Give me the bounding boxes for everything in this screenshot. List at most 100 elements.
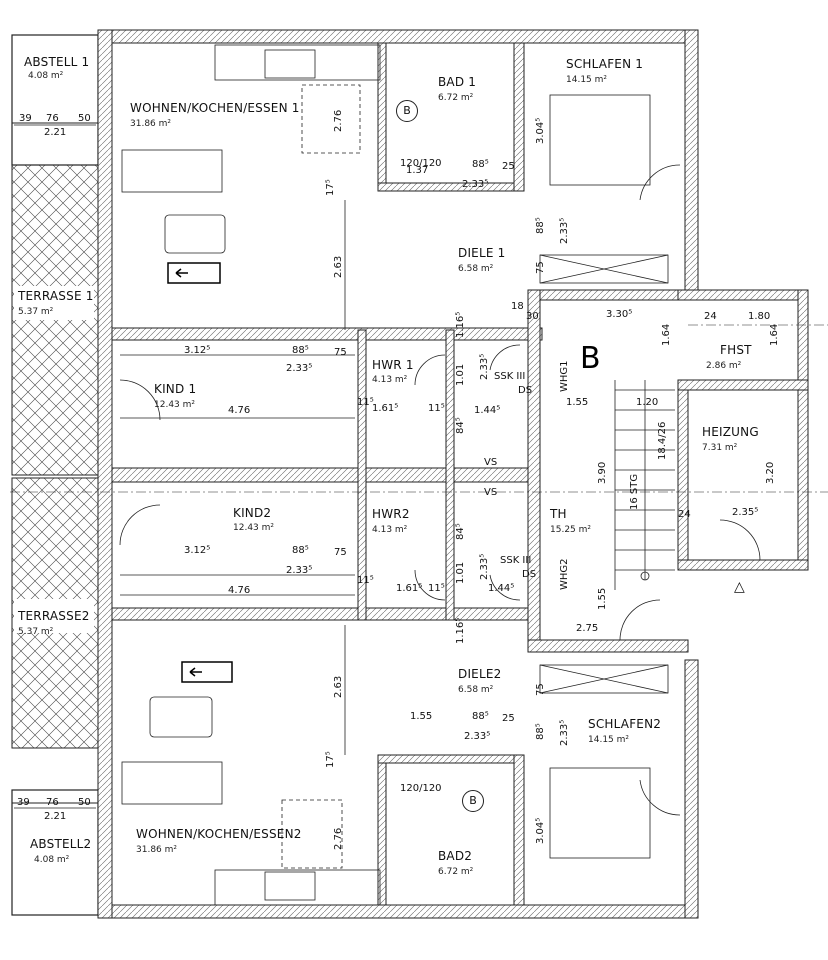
dim-label: 17⁵	[325, 179, 336, 196]
room-area-bad2: 6.72 m²	[438, 867, 474, 877]
dim-label: 2.33⁵	[464, 731, 491, 742]
dim-label: 2.33⁵	[462, 179, 489, 190]
dim-label: 2.21	[44, 811, 67, 822]
room-name-schlafen2: SCHLAFEN2	[588, 717, 662, 731]
dim-label: 2.33⁵	[286, 363, 313, 374]
exit-sign-1	[167, 262, 221, 284]
room-name-terrasse2: TERRASSE2	[18, 609, 90, 623]
dim-label: 2.63	[333, 255, 344, 278]
dim-label: 24	[704, 311, 717, 322]
dim-label: 16 STG	[629, 473, 640, 510]
dim-label: 1.61⁵	[372, 403, 399, 414]
room-name-diele1: DIELE 1	[458, 246, 506, 260]
dim-label: 1.01	[455, 561, 466, 584]
triangle-marker: △	[734, 579, 745, 595]
dim-label: 1.64	[661, 323, 672, 346]
room-name-terrasse1: TERRASSE 1	[18, 289, 94, 303]
annotation-ssk2: SSK III	[500, 555, 532, 566]
dim-label: 1.44⁵	[474, 405, 501, 416]
dim-label: 1.55	[410, 711, 433, 722]
room-area-bad1: 6.72 m²	[438, 93, 474, 103]
room-name-wohnen1: WOHNEN/KOCHEN/ESSEN 1	[130, 101, 300, 115]
dim-label: 88⁵	[472, 711, 489, 722]
room-area-schlafen1: 14.15 m²	[566, 75, 608, 85]
exit-sign-2	[181, 661, 233, 683]
dim-label: 3.04⁵	[535, 117, 546, 144]
room-name-schlafen1: SCHLAFEN 1	[566, 57, 644, 71]
room-name-abstell2: ABSTELL2	[30, 837, 92, 851]
room-area-schlafen2: 14.15 m²	[588, 735, 630, 745]
room-area-hwr2: 4.13 m²	[372, 525, 408, 535]
dim-label: 2.33⁵	[479, 553, 490, 580]
annotation-whg2: WHG2	[559, 558, 570, 590]
dim-label: 3.30⁵	[606, 309, 633, 320]
dim-label: 3.12⁵	[184, 545, 211, 556]
dim-label: 1.61⁵	[396, 583, 423, 594]
dim-label: 39	[19, 113, 32, 124]
dim-label: 11⁵	[428, 583, 445, 594]
dim-label: 1.80	[748, 311, 771, 322]
dim-label: 2.35⁵	[732, 507, 759, 518]
room-area-terrasse2: 5.37 m²	[18, 627, 54, 637]
dim-label: 39	[17, 797, 30, 808]
dim-label: 2.33⁵	[559, 719, 570, 746]
dim-label: 50	[78, 113, 91, 124]
room-area-wohnen2: 31.86 m²	[136, 845, 178, 855]
dim-label: 76	[46, 797, 59, 808]
dim-label: 18.4/26	[657, 421, 668, 460]
dim-label: 1.37	[406, 165, 429, 176]
annotation-vs1: VS	[484, 457, 498, 468]
room-name-diele2: DIELE2	[458, 667, 502, 681]
dim-label: 3.12⁵	[184, 345, 211, 356]
room-name-heizung: HEIZUNG	[702, 425, 759, 439]
room-area-diele2: 6.58 m²	[458, 685, 494, 695]
dim-label: 4.76	[228, 405, 251, 416]
room-area-kind1: 12.43 m²	[154, 400, 196, 410]
dim-label: 88⁵	[535, 217, 546, 234]
outer-walls	[97, 29, 809, 919]
dim-label: 18	[511, 301, 524, 312]
dim-label: 1.01	[455, 363, 466, 386]
room-area-wohnen1: 31.86 m²	[130, 119, 172, 129]
dim-label: 2.21	[44, 127, 67, 138]
dim-label: 75	[535, 683, 546, 696]
dim-label: 75	[334, 347, 347, 358]
dim-label: 24	[678, 509, 691, 520]
room-area-terrasse1: 5.37 m²	[18, 307, 54, 317]
dim-label: 84⁵	[455, 523, 466, 540]
dim-label: 1.55	[566, 397, 589, 408]
dim-label: 4.76	[228, 585, 251, 596]
annotation-vs2: VS	[484, 487, 498, 498]
party-wall	[111, 467, 529, 483]
dim-label: 2.33⁵	[286, 565, 313, 576]
dim-label: 30	[526, 311, 539, 322]
dim-label: 25	[502, 713, 515, 724]
annotation-ssk1: SSK III	[494, 371, 526, 382]
dim-label: 120/120	[400, 783, 442, 794]
dim-label: 120/120	[400, 158, 442, 169]
bad-marker-2: B	[462, 790, 484, 812]
room-area-abstell1: 4.08 m²	[28, 71, 64, 81]
dim-label: 17⁵	[325, 751, 336, 768]
room-area-hwr1: 4.13 m²	[372, 375, 408, 385]
room-name-hwr1: HWR 1	[372, 358, 414, 372]
dim-label: 3.90	[597, 461, 608, 484]
dim-label: 1.64	[769, 323, 780, 346]
room-name-fhst: FHST	[720, 343, 752, 357]
dim-label: 88⁵	[472, 159, 489, 170]
dim-label: 2.76	[333, 109, 344, 132]
annotation-whg1: WHG1	[559, 360, 570, 392]
room-name-hwr2: HWR2	[372, 507, 410, 521]
stair-treads	[614, 380, 675, 590]
room-area-heizung: 7.31 m²	[702, 443, 738, 453]
dim-label: 75	[535, 261, 546, 274]
stair-marker: B	[580, 341, 601, 376]
annotation-ds1: DS	[518, 385, 533, 396]
dim-label: 76	[46, 113, 59, 124]
dim-label: 88⁵	[292, 545, 309, 556]
dim-label: 2.33⁵	[479, 353, 490, 380]
dim-label: 11⁵	[357, 575, 374, 586]
room-area-th: 15.25 m²	[550, 525, 592, 535]
room-name-kind2: KIND2	[233, 506, 272, 520]
bad-marker-1: B	[396, 100, 418, 122]
